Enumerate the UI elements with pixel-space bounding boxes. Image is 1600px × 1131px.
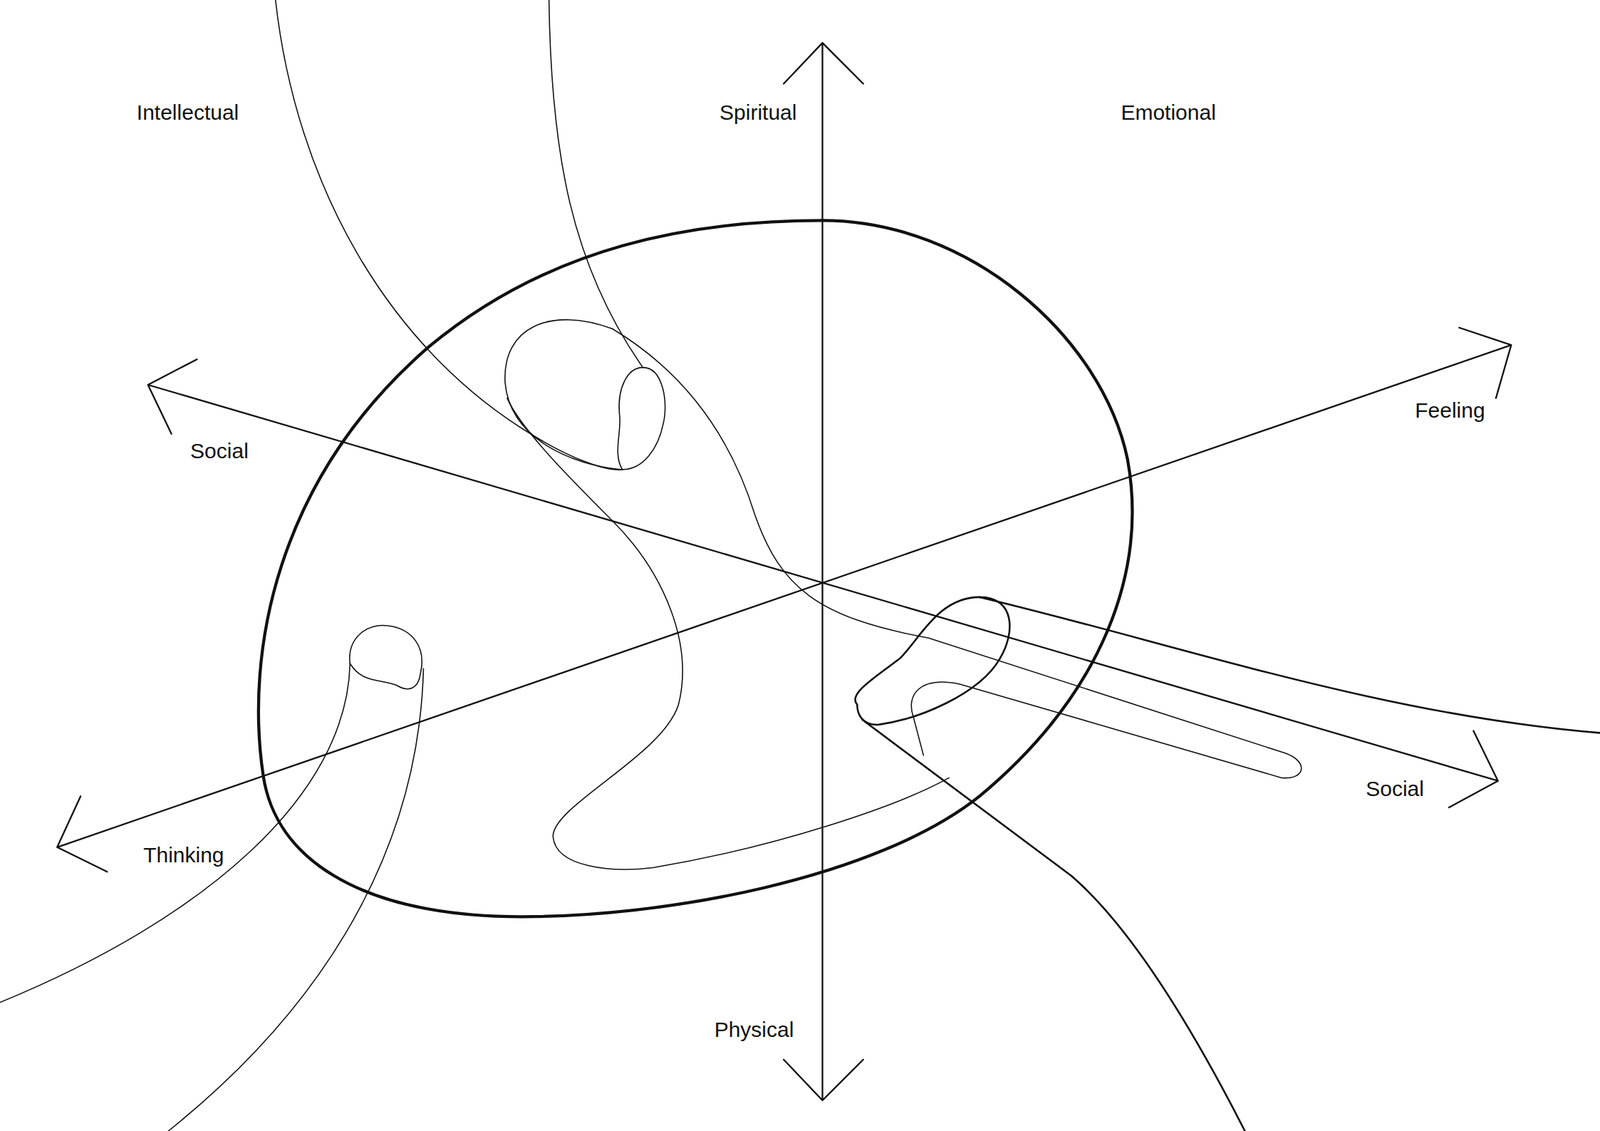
axis-label: Feeling: [1411, 397, 1488, 424]
axis-label: Intellectual: [133, 99, 242, 126]
axis-label: Emotional: [1117, 99, 1219, 126]
axis-label: Social: [187, 438, 252, 464]
disc: [854, 596, 1600, 1131]
outer-loop: [258, 220, 1132, 917]
vertical-axis: [783, 42, 864, 1100]
axis-label: Thinking: [140, 842, 227, 868]
feeling-thinking-axis: [56, 327, 1511, 872]
thin-curves: [0, 0, 1302, 1131]
axis-label: Physical: [711, 1016, 798, 1043]
axis-label: Spiritual: [716, 99, 800, 126]
axis-label: Social: [1362, 775, 1427, 802]
social-axis: [148, 359, 1499, 808]
